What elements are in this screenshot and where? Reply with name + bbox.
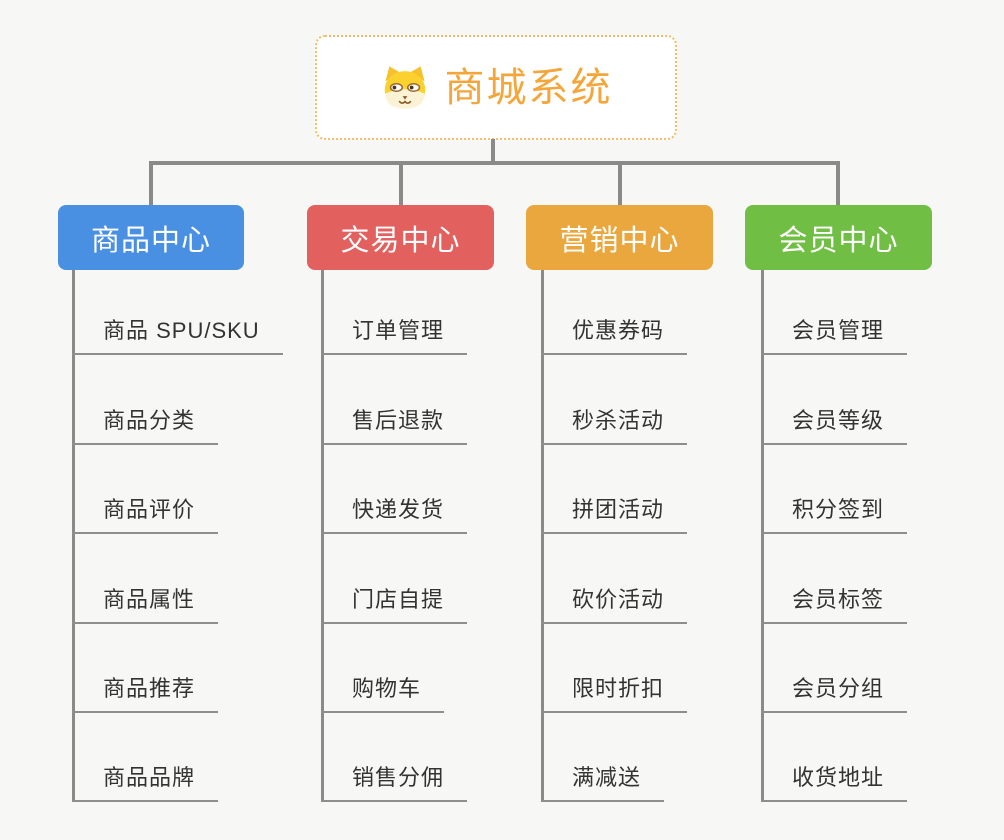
subtopic[interactable]: 会员标签	[761, 587, 908, 625]
subtopic[interactable]: 满减送	[541, 765, 665, 803]
subtopic[interactable]: 商品推荐	[72, 676, 219, 714]
branch-topic-product-center[interactable]: 商品中心	[58, 205, 244, 270]
subtopic[interactable]: 订单管理	[321, 318, 468, 356]
branch-topic-label: 会员中心	[778, 224, 899, 257]
subtopic[interactable]: 商品品牌	[72, 765, 219, 803]
branch-trunk-line	[321, 270, 324, 802]
subtopic[interactable]: 优惠券码	[541, 318, 688, 356]
branch-topic-trade-center[interactable]: 交易中心	[307, 205, 494, 270]
subtopic[interactable]: 商品分类	[72, 408, 219, 446]
root-topic-label: 商城系统	[444, 65, 613, 110]
subtopic[interactable]: 销售分佣	[321, 765, 468, 803]
connector-root-stub	[491, 139, 495, 163]
subtopic[interactable]: 会员管理	[761, 318, 908, 356]
subtopic[interactable]: 会员分组	[761, 676, 908, 714]
subtopic[interactable]: 门店自提	[321, 587, 468, 625]
subtopic[interactable]: 快递发货	[321, 497, 468, 535]
subtopic[interactable]: 秒杀活动	[541, 408, 688, 446]
subtopic[interactable]: 积分签到	[761, 497, 908, 535]
branch-topic-label: 商品中心	[90, 224, 211, 257]
subtopic[interactable]: 收货地址	[761, 765, 908, 803]
subtopic[interactable]: 购物车	[321, 676, 445, 714]
branch-topic-label: 营销中心	[559, 224, 680, 257]
branch-trunk-line	[761, 270, 764, 802]
subtopic[interactable]: 限时折扣	[541, 676, 688, 714]
subtopic[interactable]: 商品 SPU/SKU	[72, 318, 283, 356]
connector-drop-trade-center	[399, 161, 403, 206]
root-topic[interactable]: 商城系统	[315, 35, 677, 140]
branch-topic-label: 交易中心	[340, 224, 461, 257]
subtopic[interactable]: 商品评价	[72, 497, 219, 535]
subtopic[interactable]: 拼团活动	[541, 497, 688, 535]
branch-topic-member-center[interactable]: 会员中心	[745, 205, 932, 270]
subtopic[interactable]: 商品属性	[72, 587, 219, 625]
branch-trunk-line	[541, 270, 544, 802]
connector-drop-product-center	[149, 161, 153, 206]
subtopic[interactable]: 会员等级	[761, 408, 908, 446]
subtopic[interactable]: 售后退款	[321, 408, 468, 446]
connector-drop-member-center	[836, 161, 840, 206]
subtopic[interactable]: 砍价活动	[541, 587, 688, 625]
connector-horizontal-bar	[149, 161, 840, 165]
branch-topic-marketing-center[interactable]: 营销中心	[526, 205, 713, 270]
connector-drop-marketing-center	[618, 161, 622, 206]
dog-face-icon	[380, 64, 430, 111]
branch-trunk-line	[72, 270, 75, 802]
